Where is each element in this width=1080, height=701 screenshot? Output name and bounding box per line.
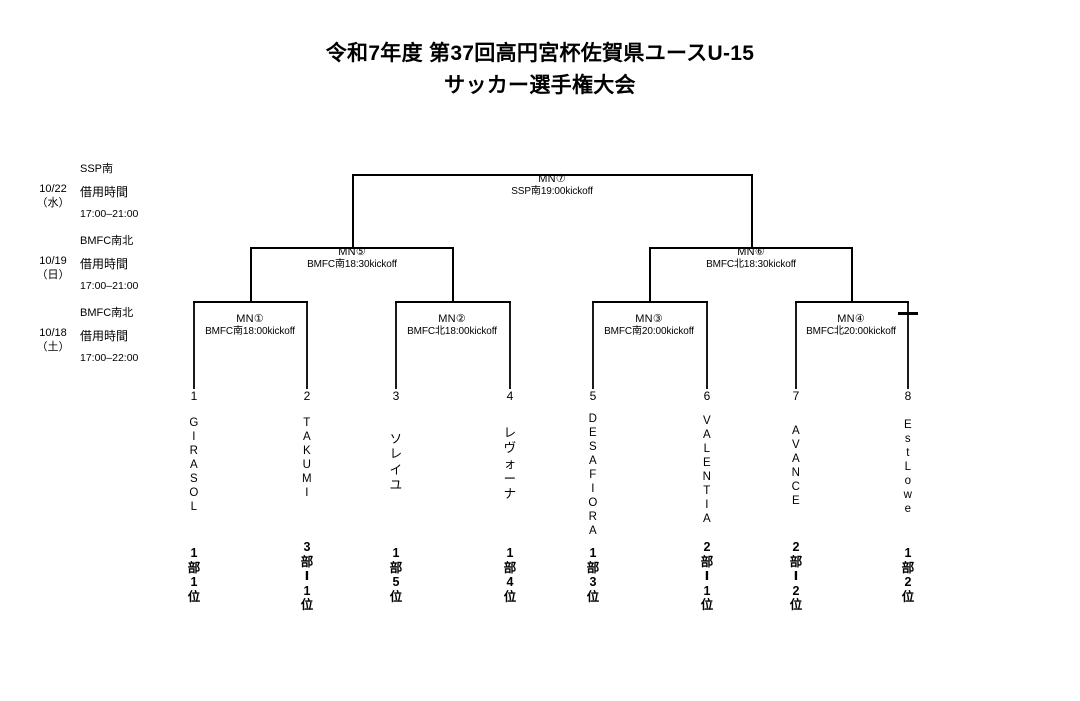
match-code: MN⑤ [338,246,366,258]
schedule-venue: BMFC南北 [80,307,134,319]
team-stem-5 [592,303,594,389]
team-seed: 7 [792,389,800,403]
team-entry-5: 5 D E S A F I O R A [563,390,623,538]
winner-stem-match-1 [250,248,252,302]
match-code: MN⑦ [538,173,566,185]
team-rank-8: 1 部 2 位 [901,546,915,604]
schedule-column: SSP南 10/22 （水） 借用時間 17:00–21:00 BMFC南北 1… [28,160,168,376]
team-entry-4: 4 レ ヴ ォ ー ナ [480,390,540,502]
bye-dash-team-8 [898,312,918,315]
title-line-1: 令和7年度 第37回高円宮杯佐賀県ユースU-15 [325,42,755,65]
team-name: V A L E N T I A [702,415,712,526]
team-name: D E S A F I O R A [588,413,598,538]
winner-stem-match-2 [452,248,454,302]
match-label-4: MN④ BMFC北20:00kickoff [806,313,896,338]
schedule-venue: BMFC南北 [80,235,134,247]
connector-match-3 [592,301,708,303]
team-seed: 1 [190,389,198,403]
schedule-date: 10/22 （水） [36,183,70,209]
match-code: MN⑥ [737,246,765,258]
team-rank-6: 2 部 Ⅰ 1 位 [700,540,714,612]
schedule-venue: SSP南 [80,163,114,175]
team-entry-7: 7 A V A N C E [766,390,826,508]
match-label-1: MN① BMFC南18:00kickoff [205,313,295,338]
team-seed: 3 [392,389,400,403]
match-venue: BMFC南20:00kickoff [604,326,694,338]
match-code: MN③ [635,313,663,325]
team-entry-3: 3 ソ レ イ ユ [366,390,426,493]
schedule-label: 借用時間 [80,257,129,271]
team-name: G I R A S O L [189,417,199,514]
match-venue: BMFC南18:00kickoff [205,326,295,338]
schedule-row-3: BMFC南北 10/18 （土） 借用時間 17:00–22:00 [28,304,168,376]
connector-match-1 [193,301,308,303]
team-seed: 2 [303,389,311,403]
connector-match-7 [352,174,753,176]
team-name: A V A N C E [791,425,801,508]
schedule-row-1: SSP南 10/22 （水） 借用時間 17:00–21:00 [28,160,168,232]
team-stem-4 [509,303,511,389]
team-seed: 4 [506,389,514,403]
team-entry-2: 2 T A K U M I [277,390,337,500]
match-venue: BMFC南18:30kickoff [307,259,397,271]
match-label-7-final: MN⑦ SSP南19:00kickoff [511,173,593,198]
schedule-time: 17:00–22:00 [80,352,139,364]
schedule-label: 借用時間 [80,185,129,199]
team-rank-5: 1 部 3 位 [586,546,600,604]
team-seed: 5 [589,389,597,403]
team-entry-1: 1 G I R A S O L [164,390,224,514]
title-line-2: サッカー選手権大会 [444,73,636,97]
match-label-2: MN② BMFC北18:00kickoff [407,313,497,338]
match-code: MN① [236,313,264,325]
connector-match-2 [395,301,511,303]
match-label-5: MN⑤ BMFC南18:30kickoff [307,246,397,271]
page-title: 令和7年度 第37回高円宮杯佐賀県ユースU-15 サッカー選手権大会 [0,38,1080,101]
team-name: E s t L o w e [903,419,913,516]
schedule-date: 10/19 （日） [36,255,70,281]
team-rank-1: 1 部 1 位 [187,546,201,604]
match-code: MN④ [837,313,865,325]
winner-stem-match-4 [851,248,853,302]
winner-stem-match-3 [649,248,651,302]
schedule-time: 17:00–21:00 [80,280,139,292]
connector-match-6 [649,247,853,249]
match-code: MN② [438,313,466,325]
team-stem-8 [907,303,909,389]
team-rank-3: 1 部 5 位 [389,546,403,604]
team-stem-3 [395,303,397,389]
team-stem-6 [706,303,708,389]
connector-match-4 [795,301,909,303]
match-venue: SSP南19:00kickoff [511,186,593,198]
team-stem-1 [193,303,195,389]
team-entry-6: 6 V A L E N T I A [677,390,737,526]
match-venue: BMFC北18:30kickoff [706,259,796,271]
team-entry-8: 8 E s t L o w e [878,390,938,516]
team-name: ソ レ イ ユ [389,432,403,492]
winner-stem-match-6 [751,175,753,248]
connector-match-5 [250,247,454,249]
team-name: T A K U M I [302,417,312,500]
match-label-6: MN⑥ BMFC北18:30kickoff [706,246,796,271]
schedule-label: 借用時間 [80,329,129,343]
team-rank-4: 1 部 4 位 [503,546,517,604]
team-seed: 8 [904,389,912,403]
winner-stem-match-5 [352,175,354,248]
team-stem-2 [306,303,308,389]
team-seed: 6 [703,389,711,403]
team-rank-2: 3 部 Ⅰ 1 位 [300,540,314,612]
team-stem-7 [795,303,797,389]
team-rank-7: 2 部 Ⅰ 2 位 [789,540,803,612]
match-label-3: MN③ BMFC南20:00kickoff [604,313,694,338]
schedule-time: 17:00–21:00 [80,208,139,220]
schedule-row-2: BMFC南北 10/19 （日） 借用時間 17:00–21:00 [28,232,168,304]
schedule-date: 10/18 （土） [36,327,70,353]
team-name: レ ヴ ォ ー ナ [503,426,517,501]
match-venue: BMFC北18:00kickoff [407,326,497,338]
match-venue: BMFC北20:00kickoff [806,326,896,338]
